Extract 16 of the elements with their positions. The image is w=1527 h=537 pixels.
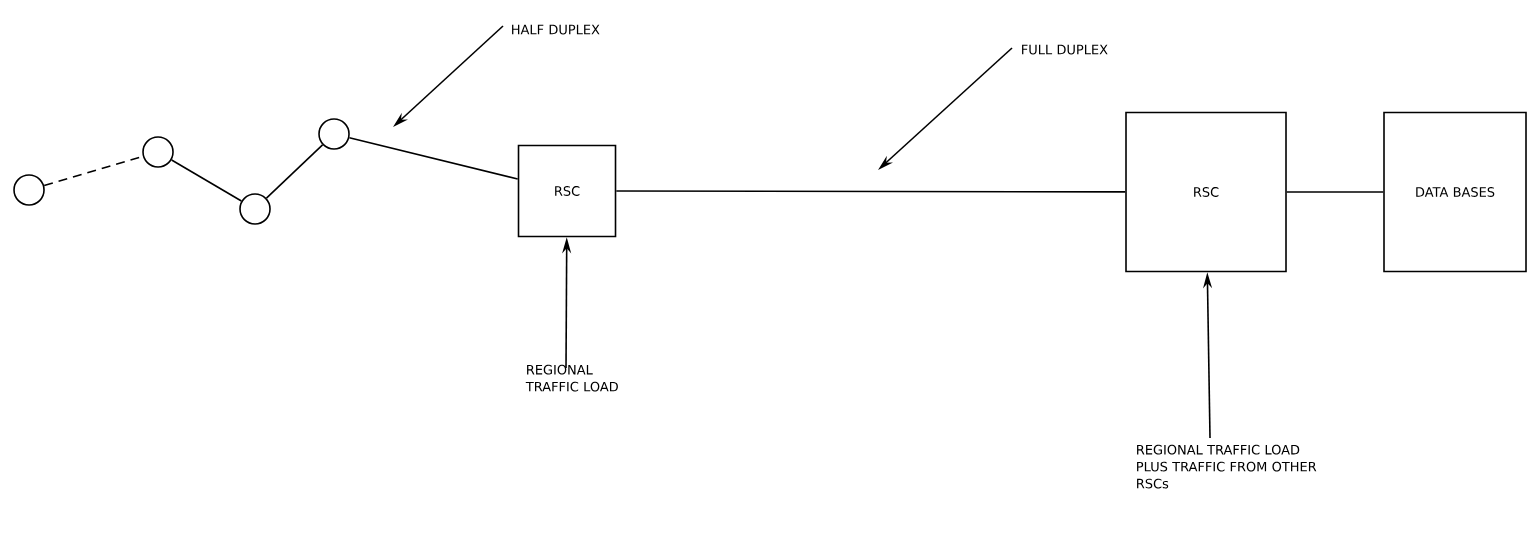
process-box: RSC [1125, 111, 1287, 273]
process-box: RSC [517, 144, 617, 238]
station-circle [142, 136, 174, 168]
link-line [348, 136, 519, 180]
process-box: DATA BASES [1383, 111, 1527, 273]
link-line [170, 159, 243, 202]
station-circle [13, 174, 45, 206]
annotation-text: REGIONAL TRAFFIC LOAD PLUS TRAFFIC FROM OTHER RSCs [1137, 444, 1317, 489]
annotation-text: HALF DUPLEX [512, 24, 600, 35]
station-circle [318, 118, 350, 150]
station-circle [239, 193, 271, 225]
link-line [1286, 191, 1384, 193]
link-line [265, 144, 324, 199]
annotation-text: FULL DUPLEX [1022, 44, 1108, 55]
annotation-text: REGIONAL TRAFFIC LOAD [525, 364, 618, 392]
link-line [615, 190, 1126, 193]
